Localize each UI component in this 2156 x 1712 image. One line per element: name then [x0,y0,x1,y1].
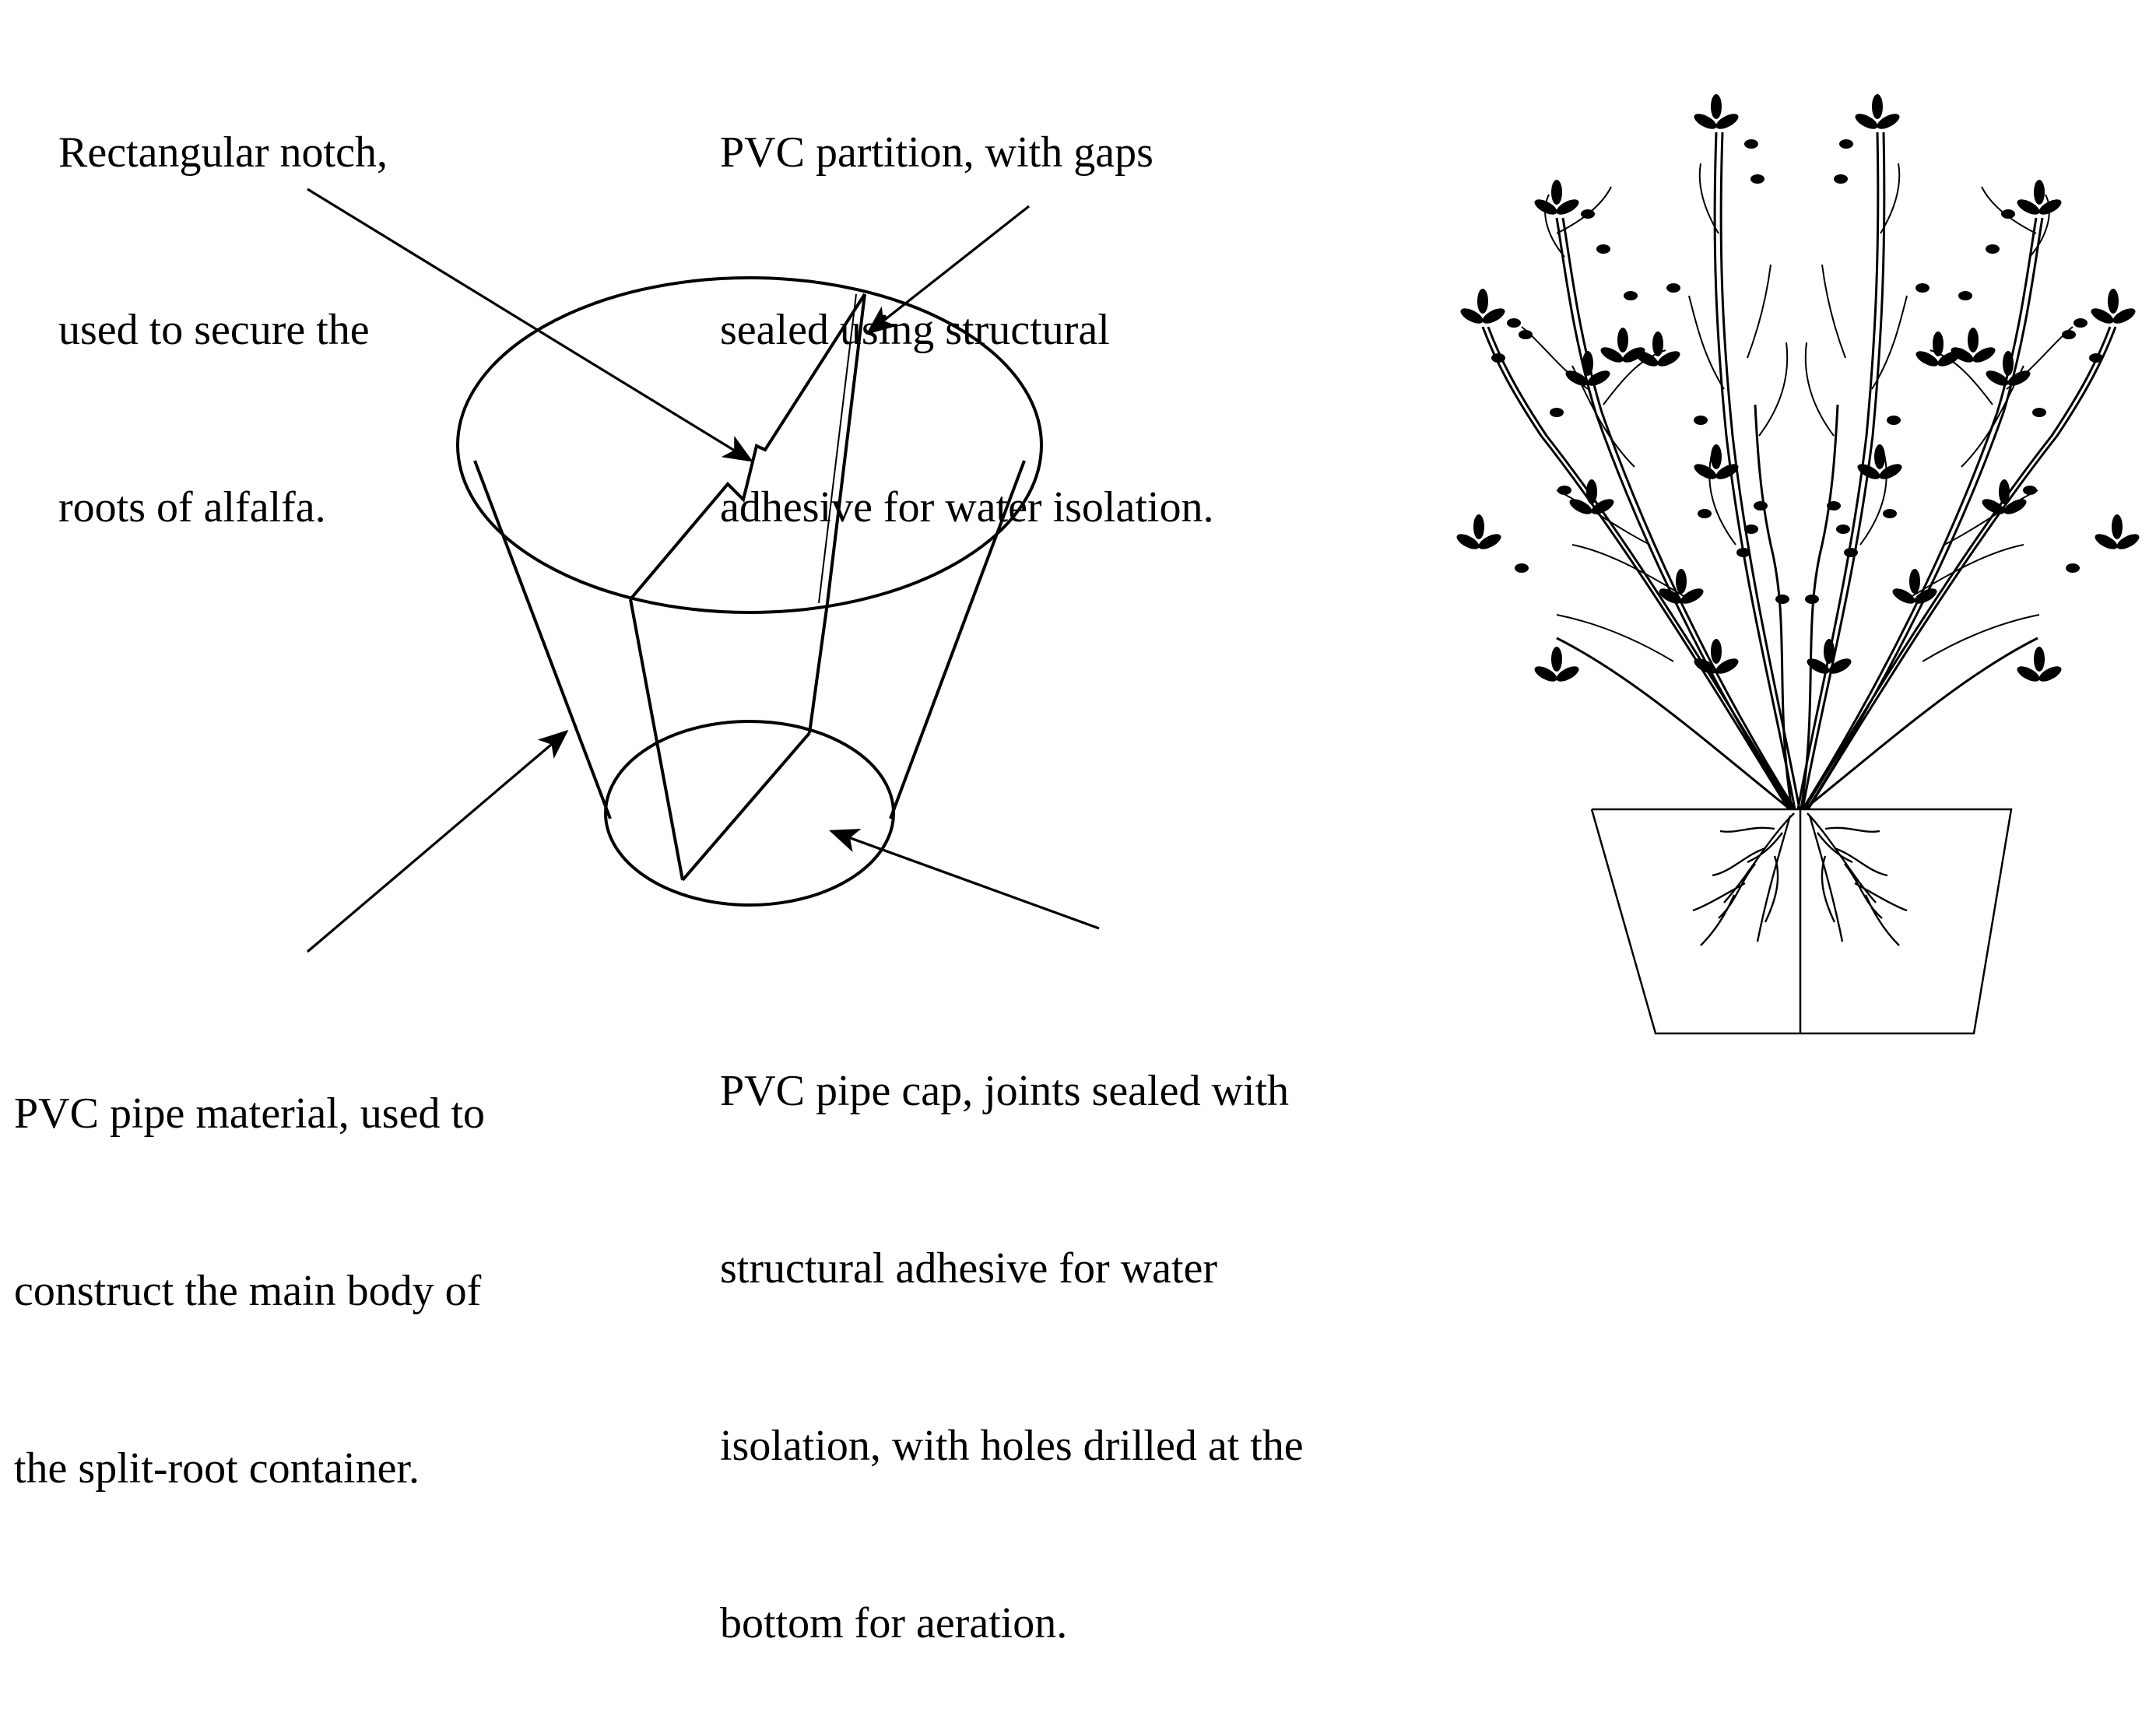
leader-arrows [306,188,1100,953]
label-pvc-pipe-material: PVC pipe material, used to construct the… [14,966,485,1557]
split-pot [1590,808,2013,1035]
alfalfa-leaves [1454,94,2142,685]
label-line: adhesive for water isolation. [720,483,1214,531]
label-line: roots of alfalfa. [58,483,326,531]
alfalfa-branches [1521,163,2073,662]
label-line: bottom for aeration. [720,1599,1068,1647]
pipe-material-arrow [306,729,569,953]
label-line: PVC pipe material, used to [14,1089,486,1138]
label-line: structural adhesive for water [720,1244,1218,1293]
label-line: PVC pipe cap, joints sealed with [720,1067,1290,1115]
alfalfa-stems [1481,132,2117,811]
label-line: construct the main body of [14,1267,482,1315]
label-pvc-partition: PVC partition, with gaps sealed using st… [720,5,1213,596]
container-right-wall [889,460,1026,819]
label-line: PVC partition, with gaps [720,128,1153,177]
pvc-pipe-cap [604,720,895,907]
container-left-wall [473,460,612,819]
pipe-cap-arrow [828,828,1100,930]
label-line: the split-root container. [14,1444,420,1493]
alfalfa-plant-illustration [1454,94,2142,1035]
split-root-container-diagram [306,94,2142,1035]
label-line: used to secure the [58,306,370,354]
notch-arrow [307,188,753,462]
pvc-partition [629,293,866,882]
partition-arrow [866,205,1030,335]
label-rectangular-notch: Rectangular notch, used to secure the ro… [58,5,388,596]
pvc-container [456,276,1043,907]
label-pvc-pipe-cap: PVC pipe cap, joints sealed with structu… [720,943,1304,1712]
label-line: Rectangular notch, [58,128,388,177]
container-top-rim [456,276,1043,614]
alfalfa-roots [1692,812,1908,946]
label-line: sealed using structural [720,306,1110,354]
label-line: isolation, with holes drilled at the [720,1422,1304,1470]
